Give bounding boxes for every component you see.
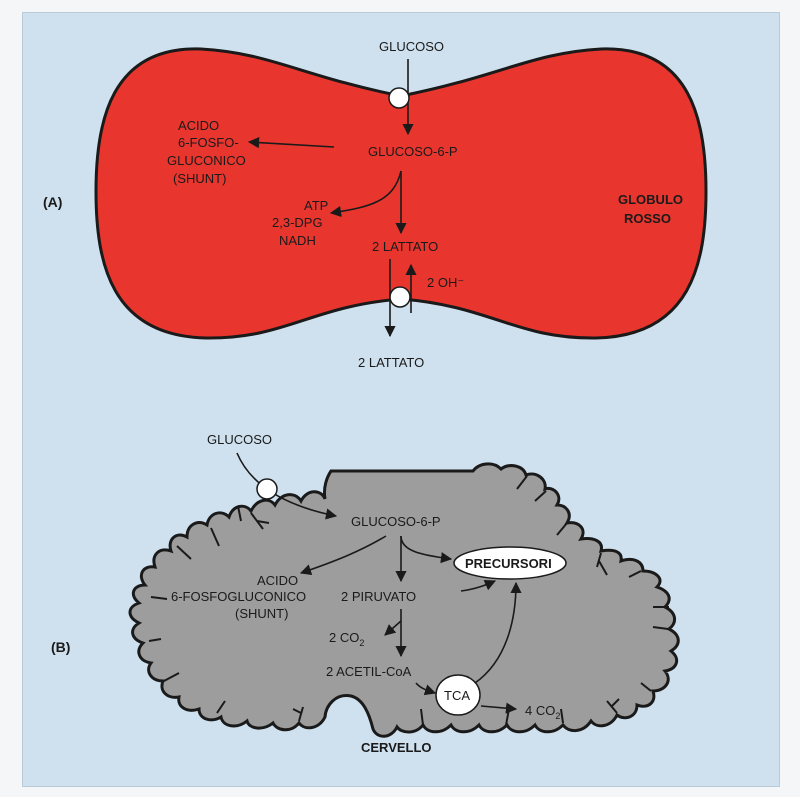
tca-cycle-node <box>435 674 481 716</box>
precursors-label: PRECURSORI <box>465 556 552 571</box>
acetyl-coa-label: 2 ACETIL-CoA <box>326 664 412 679</box>
tca-label: TCA <box>444 688 470 703</box>
co2-release-arrow <box>384 620 402 636</box>
glucose-transporter-b <box>256 478 278 500</box>
products-label: ATP <box>304 198 328 213</box>
metabolism-diagram: (A) GLOBULO ROSSO GLUCOSO GLUCOSO-6-P AC… <box>43 39 708 755</box>
tca-to-precursors-arrow <box>474 581 522 684</box>
g6p-label-b: GLUCOSO-6-P <box>351 514 441 529</box>
cell-label: ROSSO <box>624 211 671 226</box>
products-label: NADH <box>279 233 316 248</box>
co2-out-label: 4 CO2 <box>525 703 560 721</box>
lactate-out-label: 2 LATTATO <box>358 355 424 370</box>
g6p-label-a: GLUCOSO-6-P <box>368 144 458 159</box>
shunt-arrow-a <box>247 137 335 149</box>
glucose-transporter-a <box>388 87 410 109</box>
shunt-label-b: ACIDO <box>257 573 298 588</box>
lactate-transporter <box>389 286 411 308</box>
hydroxide-label: 2 OH⁻ <box>427 275 464 290</box>
pyruvate-label: 2 PIRUVATO <box>341 589 416 604</box>
acetyl-to-tca-arrow <box>415 682 437 696</box>
shunt-label-b: (SHUNT) <box>235 606 288 621</box>
panel-a-tag: (A) <box>43 194 62 210</box>
figure-panel: (A) GLOBULO ROSSO GLUCOSO GLUCOSO-6-P AC… <box>22 12 780 787</box>
brain-sulci <box>148 475 669 726</box>
shunt-label-a: (SHUNT) <box>173 171 226 186</box>
shunt-arrow-b <box>299 535 387 576</box>
products-label: 2,3-DPG <box>272 215 323 230</box>
brain-section <box>128 462 680 738</box>
glycolysis-products-arrow <box>329 170 402 218</box>
shunt-label-a: ACIDO <box>178 118 219 133</box>
glucose-label-a: GLUCOSO <box>379 39 444 54</box>
glucose-label-b: GLUCOSO <box>207 432 272 447</box>
shunt-label-a: 6-FOSFO- <box>178 135 239 150</box>
lactate-label-a: 2 LATTATO <box>372 239 438 254</box>
cell-label: GLOBULO <box>618 192 683 207</box>
pyruvate-to-precursors-arrow <box>460 579 497 592</box>
precursors-node <box>453 546 567 580</box>
shunt-label-a: GLUCONICO <box>167 153 246 168</box>
co2-label: 2 CO2 <box>329 630 364 648</box>
shunt-label-b: 6-FOSFOGLUCONICO <box>171 589 306 604</box>
tca-co2-arrow <box>480 702 518 714</box>
organ-label: CERVELLO <box>361 740 432 755</box>
panel-b-tag: (B) <box>51 639 70 655</box>
